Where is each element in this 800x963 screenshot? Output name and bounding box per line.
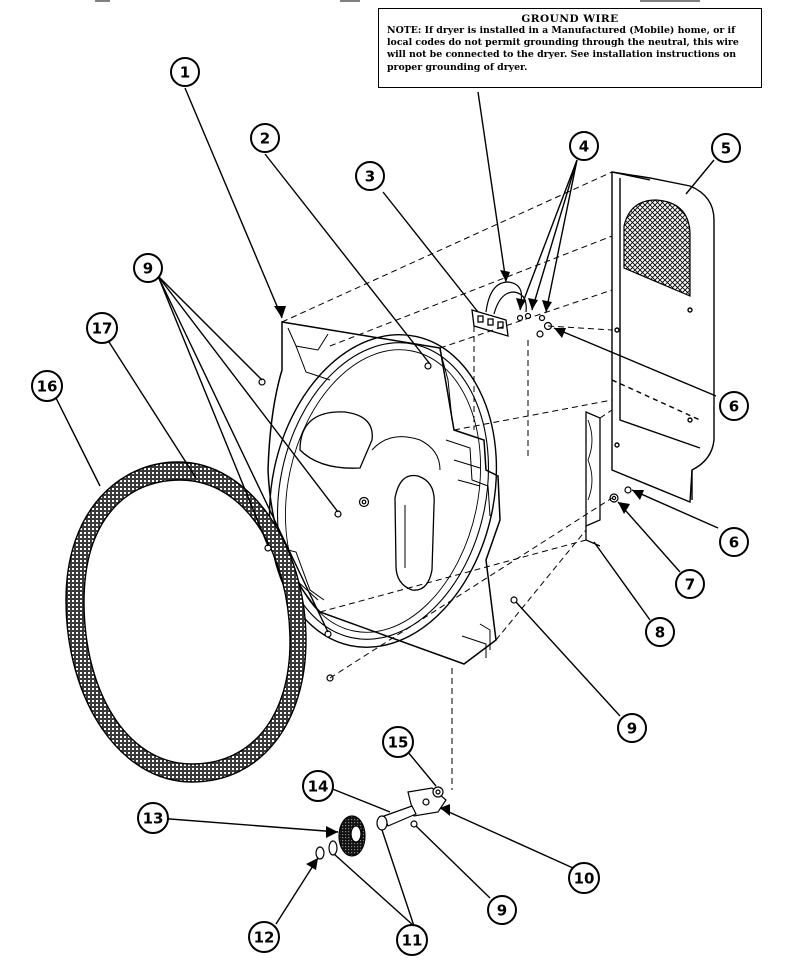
svg-text:3: 3 — [365, 168, 375, 186]
svg-text:9: 9 — [627, 720, 637, 738]
callout-14: 14 — [302, 770, 334, 802]
note-title: GROUND WIRE — [521, 13, 619, 25]
svg-text:1: 1 — [180, 64, 190, 82]
callout-6-upper: 6 — [719, 391, 749, 421]
leader-arrowheads — [274, 270, 644, 870]
svg-text:7: 7 — [685, 576, 695, 594]
svg-text:6: 6 — [729, 534, 739, 552]
svg-text:10: 10 — [574, 870, 595, 888]
callout-16: 16 — [31, 370, 63, 402]
callout-3: 3 — [355, 161, 385, 191]
callout-13: 13 — [137, 802, 169, 834]
callout-1: 1 — [170, 57, 200, 87]
callout-6-lower: 6 — [719, 527, 749, 557]
svg-text:2: 2 — [260, 130, 270, 148]
callout-9-bottom: 9 — [487, 895, 517, 925]
note-label: NOTE: — [387, 25, 422, 36]
bulkhead — [267, 321, 501, 665]
svg-text:14: 14 — [308, 778, 329, 796]
callout-9-right: 9 — [617, 713, 647, 743]
gasket — [65, 461, 307, 783]
callout-11: 11 — [396, 924, 428, 956]
ground-wire-note: GROUND WIRE NOTE: If dryer is installed … — [378, 8, 762, 88]
svg-text:16: 16 — [37, 378, 58, 396]
svg-text:9: 9 — [497, 902, 507, 920]
assembly-lines — [281, 171, 613, 790]
callout-15: 15 — [382, 726, 414, 758]
note-text: If dryer is installed in a Manufactured … — [387, 25, 739, 73]
callout-5: 5 — [711, 133, 741, 163]
idler-wheel-assembly — [315, 786, 447, 860]
callout-4: 4 — [569, 131, 599, 161]
svg-text:12: 12 — [254, 929, 275, 947]
svg-text:4: 4 — [579, 138, 589, 156]
svg-text:8: 8 — [655, 624, 665, 642]
callout-17: 17 — [86, 312, 118, 344]
svg-text:5: 5 — [721, 140, 731, 158]
leader-lines — [46, 87, 719, 927]
svg-text:15: 15 — [388, 734, 409, 752]
svg-text:6: 6 — [729, 398, 739, 416]
callout-12: 12 — [248, 921, 280, 953]
callout-8: 8 — [645, 617, 675, 647]
svg-text:13: 13 — [143, 810, 164, 828]
callout-7: 7 — [675, 569, 705, 599]
callout-9-left: 9 — [133, 253, 163, 283]
svg-text:9: 9 — [143, 260, 153, 278]
svg-text:11: 11 — [402, 932, 423, 950]
note-body: NOTE: If dryer is installed in a Manufac… — [387, 25, 753, 74]
bracket — [585, 411, 601, 547]
rear-panel — [611, 171, 715, 504]
svg-text:17: 17 — [92, 320, 113, 338]
callout-10: 10 — [568, 862, 600, 894]
callout-2: 2 — [250, 123, 280, 153]
air-grille — [623, 199, 691, 297]
